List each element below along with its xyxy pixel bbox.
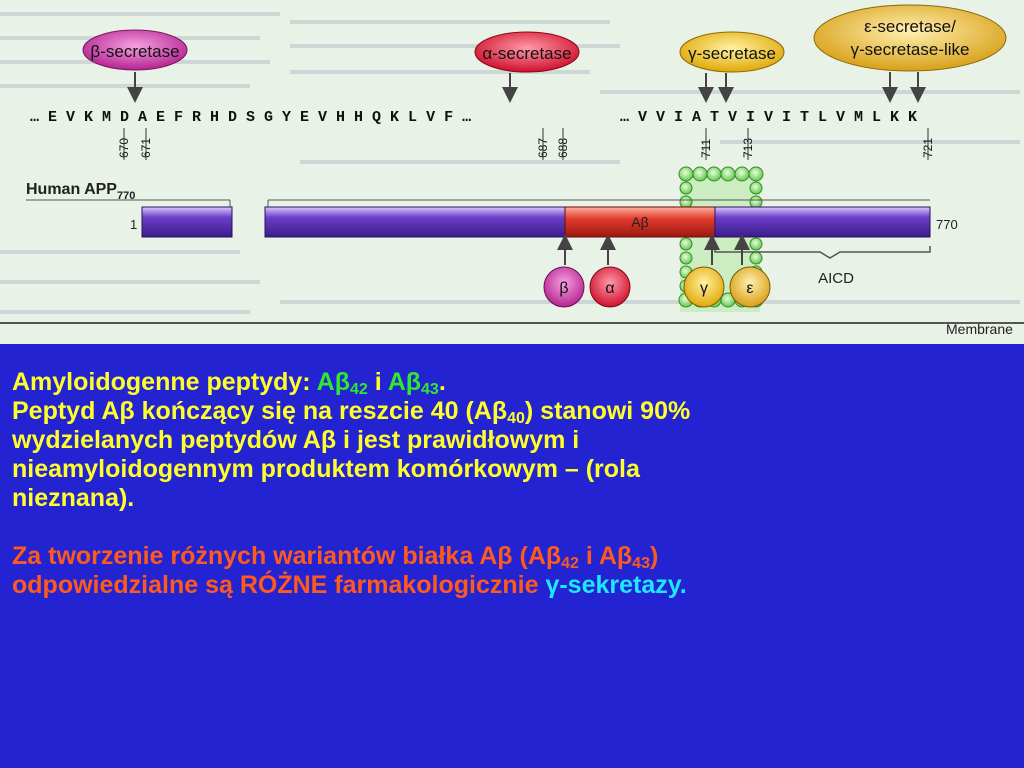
beta-secretase-label: β-secretase	[90, 42, 179, 61]
line-abeta40: Peptyd Aβ kończący się na reszcie 40 (Aβ…	[12, 397, 691, 427]
sequence-left: … E V K M D A E F R H D S G Y E V H H Q …	[30, 109, 471, 126]
epsilon-circle-label: ε	[746, 280, 753, 297]
residue-ticks	[123, 128, 929, 160]
lipid-head	[749, 251, 763, 265]
aicd-bracket	[714, 246, 931, 259]
cleavage-arrows-top	[127, 72, 926, 103]
epsilon-secretase-label-1: ε-secretase/	[864, 17, 956, 36]
abeta-region	[564, 206, 716, 238]
abeta43-term: Aβ43	[387, 368, 439, 398]
sequence-right: … V V I A T V I V I T L V M L K K	[620, 109, 917, 126]
abeta42-term: Aβ42	[316, 368, 368, 398]
alpha-circle: α	[589, 266, 631, 308]
app-protein-bar: Aβ	[141, 206, 931, 238]
beta-secretase-enzyme: β-secretase	[82, 29, 188, 71]
lipid-head	[749, 195, 763, 209]
line-nonamyloidogenic: nieamyloidogennym produktem komórkowym –…	[12, 455, 640, 483]
gamma-secretases-term: γ-sekretazy.	[545, 571, 687, 599]
membrane-label: Membrane	[946, 321, 1013, 337]
gamma-circle-label: γ	[700, 280, 708, 297]
gamma-secretase-enzyme: γ-secretase	[679, 31, 785, 73]
line-variants: Za tworzenie różnych wariantów białka Aβ…	[12, 542, 659, 572]
line-amyloidogenic-peptides: Amyloidogenne peptydy: Aβ42 i Aβ43.	[12, 368, 446, 398]
alpha-secretase-enzyme: α-secretase	[474, 31, 580, 73]
lipid-head	[748, 166, 764, 182]
epsilon-secretase-label-2: γ-secretase-like	[850, 40, 969, 59]
line-secreted: wydzielanych peptydów Aβ i jest prawidło…	[12, 426, 580, 454]
lipid-head	[679, 195, 693, 209]
lipid-head	[679, 251, 693, 265]
lipid-head	[706, 166, 722, 182]
lipid-head	[749, 237, 763, 251]
cleavage-arrows-bottom	[557, 234, 750, 265]
membrane-line	[0, 322, 1024, 324]
alpha-circle-label: α	[605, 280, 614, 297]
line-unknown: nieznana).	[12, 484, 135, 512]
lipid-head	[749, 181, 763, 195]
line-responsible: odpowiedzialne są RÓŻNE farmakologicznie…	[12, 571, 687, 599]
abeta-label: Aβ	[631, 214, 648, 230]
gamma-circle: γ	[683, 266, 725, 308]
beta-circle: β	[543, 266, 585, 308]
protein-label: Human APP770	[26, 181, 135, 202]
epsilon-circle: ε	[729, 266, 771, 308]
lipid-head	[720, 166, 736, 182]
epsilon-secretase-enzyme: ε-secretase/ γ-secretase-like	[813, 4, 1007, 72]
beta-circle-label: β	[559, 280, 568, 297]
lipid-head	[692, 166, 708, 182]
amyloidogenic-prefix: Amyloidogenne peptydy:	[12, 368, 317, 396]
slide-text: Amyloidogenne peptydy: Aβ42 i Aβ43. Pept…	[12, 368, 1012, 600]
start-residue: 1	[130, 217, 137, 232]
alpha-secretase-label: α-secretase	[482, 44, 571, 63]
lipid-head	[678, 166, 694, 182]
aicd-label: AICD	[818, 270, 854, 287]
app-processing-figure: β-secretase α-secretase γ-secretase ε-se…	[0, 0, 1024, 344]
gamma-secretase-label: γ-secretase	[688, 44, 776, 63]
app-diagram-svg: β-secretase α-secretase γ-secretase ε-se…	[0, 4, 1024, 337]
lipid-head	[734, 166, 750, 182]
end-residue: 770	[936, 217, 958, 232]
lipid-head	[679, 181, 693, 195]
lipid-head	[679, 237, 693, 251]
and-word: i	[367, 368, 388, 396]
guide-lines	[26, 199, 930, 207]
